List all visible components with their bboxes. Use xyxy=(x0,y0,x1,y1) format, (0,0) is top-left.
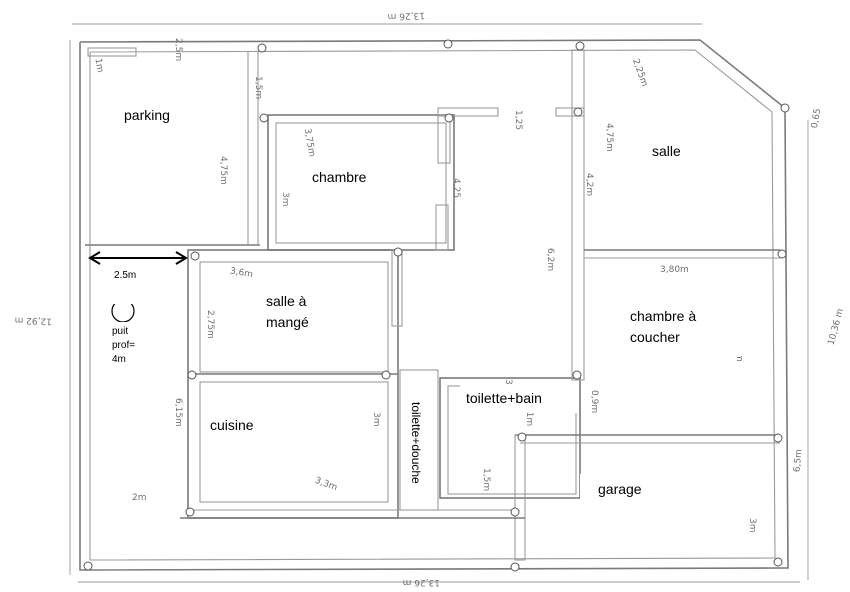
room-chambre-coucher-line2: coucher xyxy=(630,329,680,345)
room-salle-mange-line1: salle à xyxy=(266,293,307,309)
dim-20: 2m xyxy=(132,493,147,503)
dim-6: 3m xyxy=(280,192,290,207)
room-toilette-douche: toilette+douche xyxy=(409,402,423,484)
dim-bottom-total: 13,26 m xyxy=(403,577,440,587)
dim-21: 1,1m xyxy=(524,403,534,426)
dim-17: 6,15m xyxy=(173,398,183,427)
dim-top-total: 13,26 m xyxy=(387,10,425,21)
dim-11: 4,2m xyxy=(584,173,594,196)
dim-25: 6,5m xyxy=(792,449,804,473)
parking-walls xyxy=(85,47,260,246)
dim-15: 3,6m xyxy=(229,266,253,280)
dim-13: 3,80m xyxy=(660,265,689,275)
dim-1: 1m xyxy=(92,58,104,74)
dim-7: 4,25 xyxy=(451,178,461,198)
dim-2: 2,5m xyxy=(173,38,183,61)
room-labels: parking chambre salle salle à mangé cham… xyxy=(124,107,696,497)
dim-12: 6,2m xyxy=(545,248,555,271)
dim-23: 1,5m xyxy=(481,468,491,491)
dim-18: 3,3m xyxy=(313,476,338,493)
dim-10: 4,75m xyxy=(604,123,614,152)
label-4m: 4m xyxy=(112,354,126,365)
columns xyxy=(83,39,790,572)
room-salle: salle xyxy=(652,143,681,159)
dim-5: 3,75m xyxy=(302,128,317,158)
dim-24: 0,9m xyxy=(589,390,599,413)
room-toilette-bain: toilette+bain xyxy=(466,390,542,406)
overall-dimensions xyxy=(69,23,809,583)
dim-3: 1,5m xyxy=(253,76,263,99)
dim-27: 0,65 xyxy=(810,108,823,129)
room-chambre-coucher-line1: chambre à xyxy=(630,308,696,324)
room-garage: garage xyxy=(598,481,642,497)
room-chambre: chambre xyxy=(312,169,367,185)
room-salle-mange-line2: mangé xyxy=(266,314,309,330)
annotation-labels: 2.5m puit prof= 4m xyxy=(112,270,136,365)
room-cuisine: cuisine xyxy=(210,417,254,433)
dim-right-total: 10,36 m xyxy=(827,308,846,347)
garage-walls xyxy=(180,434,780,561)
dim-9: 2,25m xyxy=(630,58,649,88)
dim-4: 4,75m xyxy=(218,156,228,185)
label-2-5m: 2.5m xyxy=(114,270,136,281)
dim-8: 1,25 xyxy=(513,110,523,130)
outer-walls xyxy=(79,39,789,571)
label-prof: prof= xyxy=(112,340,135,351)
dim-16: 2,75m xyxy=(205,310,215,339)
dim-19: 3m xyxy=(371,412,381,427)
room-parking: parking xyxy=(124,107,170,123)
label-puit: puit xyxy=(112,326,128,337)
dim-26: 3m xyxy=(747,518,757,533)
dim-left-total: 12,92 m xyxy=(14,314,52,325)
